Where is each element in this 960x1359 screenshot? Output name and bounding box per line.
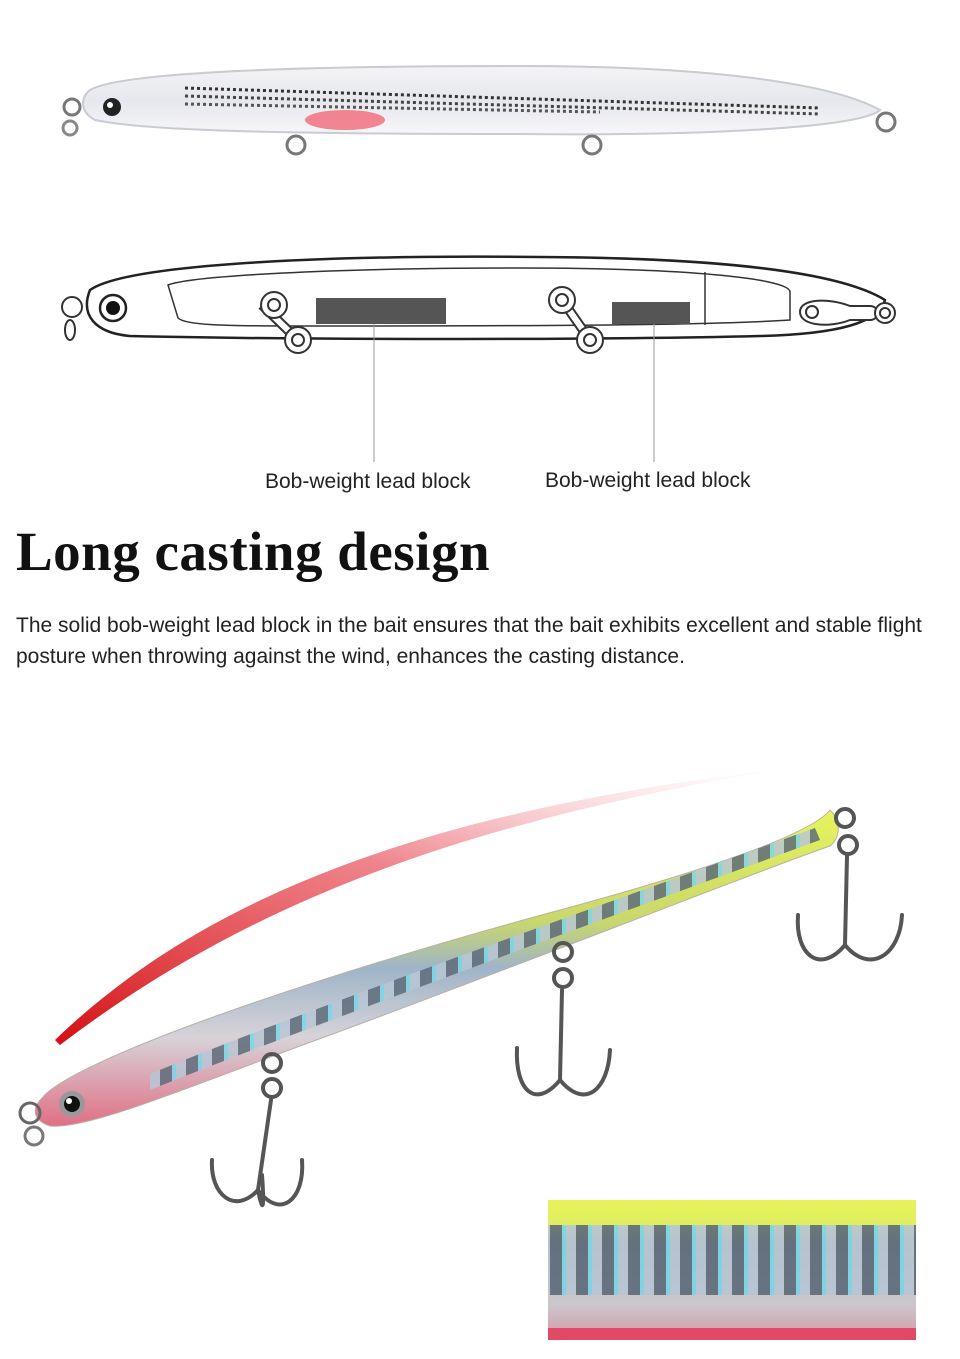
hook-eye-2 [548, 286, 604, 354]
colored-lure-photo [18, 768, 916, 1340]
lead-block-1 [316, 298, 446, 324]
treble-hook-2 [514, 941, 612, 1097]
eye-icon [106, 301, 120, 315]
treble-hook-3 [795, 807, 904, 962]
lead-block-label-1: Bob-weight lead block [265, 470, 471, 493]
lure-cross-section-diagram [61, 255, 896, 462]
cast-trail [55, 768, 790, 1045]
section-description: The solid bob-weight lead block in the b… [16, 614, 922, 668]
hook-eye-1 [258, 291, 312, 354]
clear-lure-photo [61, 64, 897, 156]
lead-block-2 [612, 302, 690, 324]
section-heading: Long casting design [16, 521, 491, 582]
treble-hook-1 [209, 1052, 305, 1208]
holographic-detail-inset [548, 1200, 916, 1340]
lead-block-label-2: Bob-weight lead block [545, 469, 751, 492]
tail-eye [798, 299, 896, 326]
